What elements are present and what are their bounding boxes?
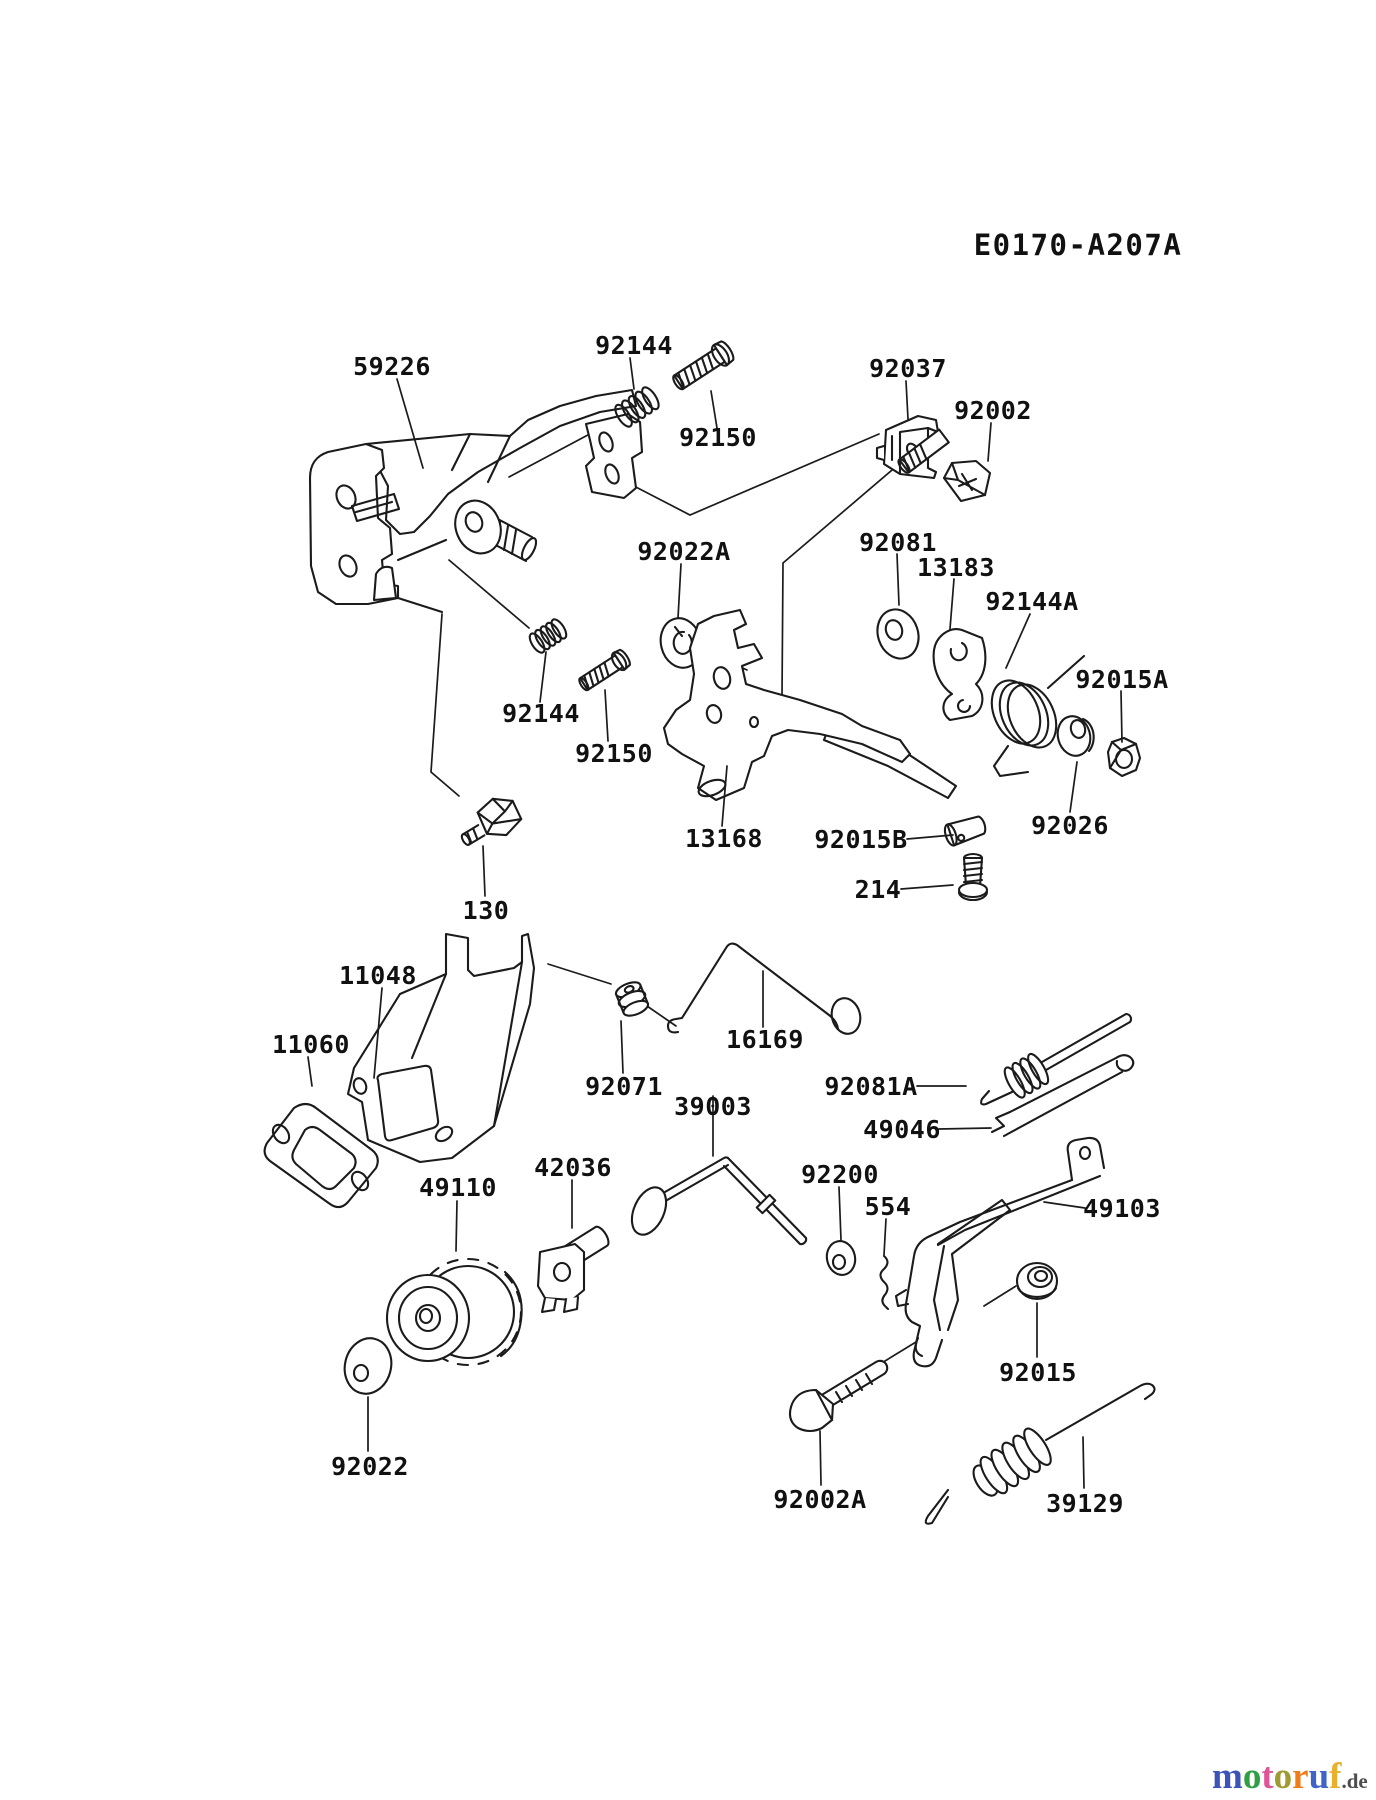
part-label-92002A: 92002A [773, 1485, 866, 1514]
watermark-letter: m [1212, 1756, 1243, 1797]
part-label-49103: 49103 [1083, 1194, 1161, 1223]
part-grommet-92015 [1015, 1261, 1059, 1301]
part-label-42036: 42036 [534, 1153, 612, 1182]
part-bolt-92002 [897, 428, 992, 503]
motoruf-logo[interactable]: motoruf.de [1212, 1756, 1368, 1797]
watermark-letter: r [1292, 1756, 1308, 1797]
part-nut-92015A [1106, 736, 1142, 778]
part-label-92081A: 92081A [824, 1072, 917, 1101]
part-label-13183: 13183 [917, 553, 995, 582]
part-choke-rod-39003 [630, 1156, 808, 1246]
part-bracket-11048 [346, 932, 536, 1164]
part-grommet-92071 [614, 981, 650, 1017]
part-label-13168: 13168 [685, 824, 763, 853]
part-pin-92015B [943, 815, 987, 847]
part-screw-214 [957, 852, 989, 902]
part-label-92071: 92071 [585, 1072, 663, 1101]
part-spring-92144-lower [528, 618, 568, 654]
part-label-16169: 16169 [726, 1025, 804, 1054]
watermark-letter: o [1274, 1756, 1293, 1797]
part-ratchet-42036 [536, 1225, 610, 1314]
part-label-92200: 92200 [801, 1160, 879, 1189]
part-label-92015: 92015 [999, 1358, 1077, 1387]
part-label-92037: 92037 [869, 354, 947, 383]
part-governor-lever-49103 [894, 1136, 1106, 1368]
part-flange-bolt-130 [460, 797, 523, 846]
part-screw-92150-lower [578, 648, 631, 692]
part-label-92026: 92026 [1031, 811, 1109, 840]
part-control-bracket-59226 [308, 388, 644, 614]
part-label-49110: 49110 [419, 1173, 497, 1202]
label-leader-lines [307, 357, 1123, 1489]
part-label-39129: 39129 [1046, 1489, 1124, 1518]
part-label-92015B: 92015B [814, 825, 907, 854]
part-label-92144-upper: 92144 [595, 331, 673, 360]
part-label-59226: 59226 [353, 352, 431, 381]
part-governor-wire-49046 [990, 1054, 1135, 1138]
part-spring-link-92081A [980, 1012, 1133, 1106]
part-link-wire-16169 [666, 942, 862, 1035]
watermark-letter: f [1329, 1756, 1342, 1797]
part-clip-554 [879, 1254, 890, 1311]
part-screw-92150-upper [672, 340, 735, 391]
part-label-92150-lower: 92150 [575, 739, 653, 768]
part-gear-49110 [385, 1257, 523, 1367]
part-label-92144A: 92144A [985, 587, 1078, 616]
part-label-554: 554 [865, 1192, 912, 1221]
part-label-92022: 92022 [331, 1452, 409, 1481]
part-bushing-92026 [1056, 715, 1095, 757]
part-spring-92144-upper [614, 386, 660, 428]
part-torsion-spring-92144A [990, 654, 1086, 778]
part-label-39003: 39003 [674, 1092, 752, 1121]
part-washer-92200 [825, 1240, 857, 1276]
diagram-code: E0170-A207A [974, 228, 1183, 262]
part-plate-13183 [932, 628, 987, 722]
part-label-92002: 92002 [954, 396, 1032, 425]
part-bolt-92002A [788, 1359, 889, 1433]
watermark-letter: t [1261, 1756, 1274, 1797]
part-label-130: 130 [463, 896, 510, 925]
part-label-214: 214 [855, 875, 902, 904]
part-label-11060: 11060 [272, 1030, 350, 1059]
part-gasket-11060 [263, 1102, 379, 1209]
part-label-92150-upper: 92150 [679, 423, 757, 452]
part-washer-92022 [343, 1337, 393, 1395]
watermark-suffix: .de [1342, 1769, 1368, 1793]
part-label-11048: 11048 [339, 961, 417, 990]
part-control-lever-13168 [662, 608, 958, 802]
part-label-92144-lower: 92144 [502, 699, 580, 728]
part-label-92022A: 92022A [637, 537, 730, 566]
part-label-49046: 49046 [863, 1115, 941, 1144]
watermark-letter: o [1243, 1756, 1262, 1797]
part-label-92015A: 92015A [1075, 665, 1168, 694]
part-washer-92081 [876, 608, 920, 660]
part-label-92081: 92081 [859, 528, 937, 557]
watermark-letter: u [1309, 1756, 1330, 1797]
part-spring-39129 [924, 1382, 1156, 1525]
